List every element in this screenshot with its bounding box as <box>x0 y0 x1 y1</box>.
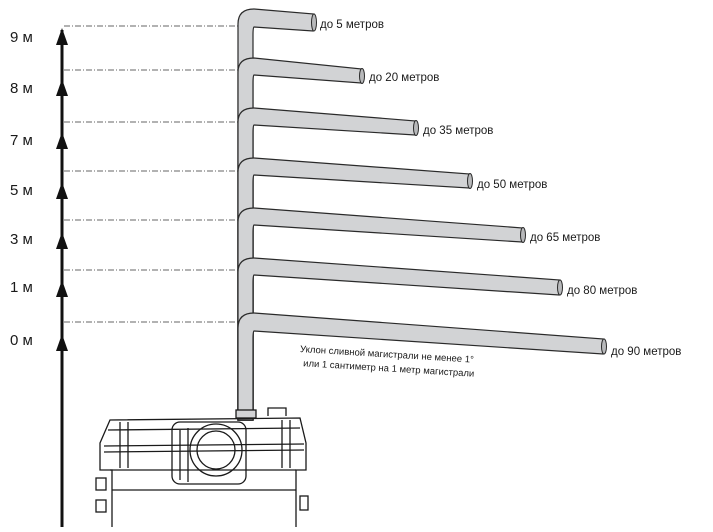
pump-top-port <box>267 407 287 416</box>
height-label-5: 5 м <box>10 182 33 199</box>
distance-label-1m: до 80 метров <box>567 285 637 297</box>
pipe-end-8m <box>359 68 365 84</box>
height-label-1: 1 м <box>10 279 33 296</box>
pump-lid-line-1 <box>107 427 301 431</box>
distance-label-8m: до 20 метров <box>369 72 439 84</box>
pipe-end-3m <box>520 227 526 243</box>
height-label-9: 9 м <box>10 29 33 46</box>
slope-note: Уклон сливной магистрали не менее 1° или… <box>300 344 475 380</box>
pump-inlet-ring-outer <box>189 423 243 477</box>
pump-unit-drawing <box>95 407 309 527</box>
pump-side-port-3 <box>299 495 309 511</box>
distance-label-9m: до 5 метров <box>320 19 384 31</box>
pump-outlet-flange <box>235 409 257 419</box>
axis-arrowhead-7 <box>56 132 68 149</box>
pipe-end-5m <box>467 173 473 189</box>
distance-label-3m: до 65 метров <box>530 232 600 244</box>
distance-labels: до 5 метров до 20 метров до 35 метров до… <box>320 19 681 358</box>
pump-lid-line-2 <box>103 443 305 447</box>
height-label-0: 0 м <box>10 332 33 349</box>
distance-label-7m: до 35 метров <box>423 125 493 137</box>
height-label-8: 8 м <box>10 80 33 97</box>
pipe-5m <box>237 157 471 421</box>
discharge-pipes <box>237 8 607 421</box>
axis-arrowhead-8 <box>56 79 68 96</box>
axis-arrowhead-0 <box>56 334 68 351</box>
pump-inlet-collar <box>179 428 189 482</box>
pump-side-port-2 <box>95 499 107 513</box>
pipe-end-9m <box>311 13 317 32</box>
pump-body <box>99 417 307 527</box>
axis-arrowhead-1 <box>56 280 68 297</box>
height-axis <box>56 28 68 527</box>
distance-label-0m: до 90 метров <box>611 346 681 358</box>
height-label-3: 3 м <box>10 231 33 248</box>
axis-arrowhead-9 <box>56 28 68 45</box>
pump-side-ribs <box>119 420 291 468</box>
axis-arrowhead-3 <box>56 232 68 249</box>
pump-inlet-ring-inner <box>196 430 236 470</box>
pump-side-port-1 <box>95 477 107 491</box>
guide-lines <box>64 25 246 323</box>
pipe-3m <box>237 207 524 421</box>
distance-label-5m: до 50 метров <box>477 179 547 191</box>
pipe-end-0m <box>601 338 607 355</box>
pump-inlet-housing <box>171 421 247 485</box>
height-label-7: 7 м <box>10 132 33 149</box>
pump-lid-line-3 <box>103 449 305 453</box>
height-labels: 9 м 8 м 7 м 5 м 3 м 1 м 0 м <box>10 29 33 349</box>
pipe-end-caps <box>311 13 607 355</box>
pipe-end-1m <box>557 279 563 296</box>
pipe-end-7m <box>413 120 419 136</box>
axis-arrowhead-5 <box>56 182 68 199</box>
